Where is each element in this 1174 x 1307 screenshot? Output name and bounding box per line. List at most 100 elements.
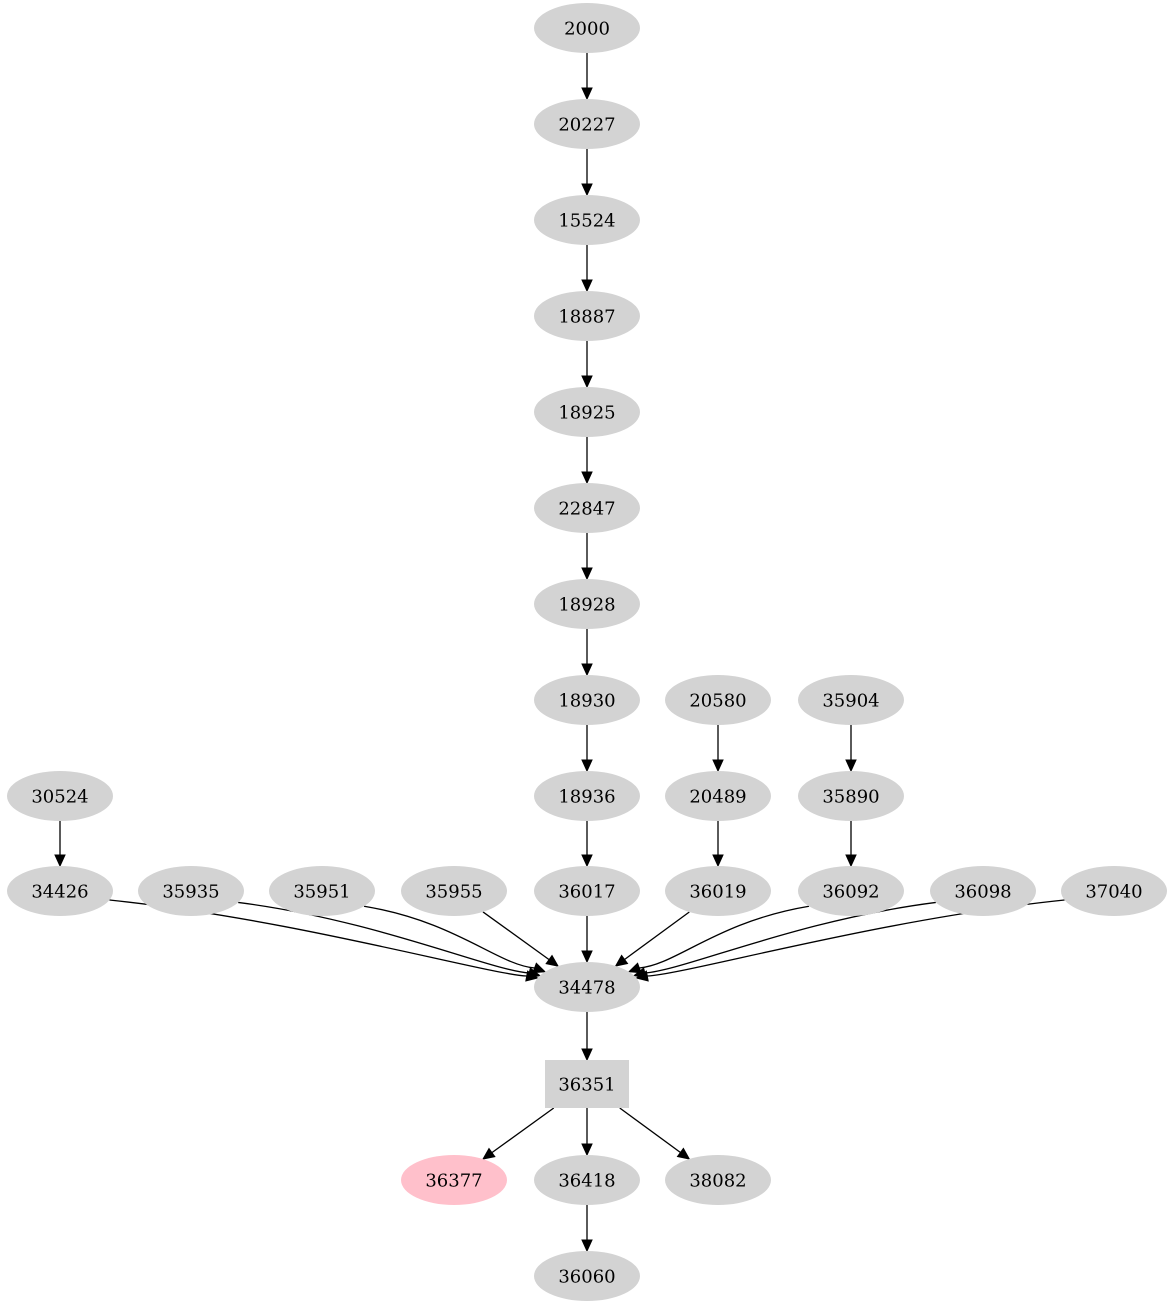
edge-35904-to-35890	[845, 725, 857, 773]
edge-line	[639, 905, 810, 969]
node-ellipse	[534, 866, 640, 916]
edge-line	[624, 911, 690, 961]
node-label: 18887	[558, 307, 615, 328]
node-ellipse	[401, 866, 507, 916]
arrowhead	[581, 1048, 593, 1062]
node-label: 36098	[954, 882, 1011, 903]
node-label: 36418	[558, 1171, 615, 1192]
node-label: 18925	[558, 403, 615, 424]
node-18925: 18925	[534, 387, 640, 437]
edge-36418-to-36060	[581, 1205, 593, 1253]
arrowhead	[54, 854, 66, 868]
arrowhead	[845, 759, 857, 773]
node-30524: 30524	[7, 771, 113, 821]
node-20227: 20227	[534, 99, 640, 149]
node-label: 20227	[558, 115, 615, 136]
arrowhead	[712, 854, 724, 868]
node-2000: 2000	[534, 3, 640, 53]
edge-18936-to-36017	[581, 821, 593, 868]
node-ellipse	[534, 962, 640, 1012]
edge-22847-to-18928	[581, 533, 593, 581]
edge-line	[363, 905, 535, 969]
arrowhead	[581, 1143, 593, 1157]
edges-layer	[54, 53, 1065, 1253]
node-label: 22847	[558, 499, 615, 520]
node-34478: 34478	[534, 962, 640, 1012]
node-ellipse	[534, 1155, 640, 1205]
node-35890: 35890	[798, 771, 904, 821]
edge-36351-to-36377	[482, 1107, 555, 1160]
edge-36019-to-34478	[614, 911, 690, 967]
node-label: 15524	[558, 211, 615, 232]
node-15524: 15524	[534, 195, 640, 245]
node-label: 35955	[425, 882, 482, 903]
arrowhead	[627, 962, 642, 974]
arrowhead	[712, 759, 724, 773]
arrowhead	[581, 279, 593, 293]
node-20580: 20580	[665, 675, 771, 725]
node-label: 35951	[293, 882, 350, 903]
node-label: 2000	[564, 19, 610, 40]
node-label: 20489	[689, 787, 746, 808]
node-ellipse	[665, 675, 771, 725]
arrowhead	[581, 759, 593, 773]
nodes-layer: 2000 20227 15524 18887 18925 22847 18928 18930 2…	[7, 3, 1167, 1301]
node-18936: 18936	[534, 771, 640, 821]
node-35904: 35904	[798, 675, 904, 725]
arrowhead	[581, 854, 593, 868]
node-ellipse	[269, 866, 375, 916]
edge-35955-to-34478	[482, 911, 559, 967]
arrowhead	[482, 1147, 496, 1160]
node-label: 38082	[689, 1171, 746, 1192]
node-ellipse	[665, 1155, 771, 1205]
node-ellipse	[930, 866, 1036, 916]
node-ellipse	[534, 291, 640, 341]
arrowhead	[581, 375, 593, 389]
node-ellipse	[534, 579, 640, 629]
node-ellipse	[798, 866, 904, 916]
arrowhead	[581, 567, 593, 581]
edge-36098-to-34478	[632, 901, 936, 979]
edge-20580-to-20489	[712, 725, 724, 773]
arrowhead	[635, 970, 649, 982]
node-ellipse	[534, 195, 640, 245]
edge-2000-to-20227	[581, 53, 593, 101]
node-label: 34426	[31, 882, 88, 903]
edge-line	[482, 911, 550, 961]
edge-30524-to-34426	[54, 821, 66, 868]
node-label: 35904	[822, 691, 879, 712]
node-36019: 36019	[665, 866, 771, 916]
arrowhead	[581, 1239, 593, 1253]
node-ellipse	[7, 866, 113, 916]
node-label: 20580	[689, 691, 746, 712]
node-18928: 18928	[534, 579, 640, 629]
arrowhead	[581, 663, 593, 677]
node-box	[545, 1060, 629, 1108]
node-ellipse	[534, 483, 640, 533]
arrowhead	[581, 471, 593, 485]
edge-35935-to-34478	[238, 901, 542, 979]
node-ellipse	[534, 387, 640, 437]
node-36418: 36418	[534, 1155, 640, 1205]
node-ellipse	[534, 3, 640, 53]
node-label: 37040	[1085, 882, 1142, 903]
edge-36017-to-34478	[581, 916, 593, 964]
edge-18925-to-22847	[581, 437, 593, 485]
arrowhead	[545, 954, 559, 967]
node-label: 35890	[822, 787, 879, 808]
node-ellipse	[534, 99, 640, 149]
node-label: 18936	[558, 787, 615, 808]
node-label: 35935	[162, 882, 219, 903]
node-36092: 36092	[798, 866, 904, 916]
node-label: 36377	[425, 1171, 482, 1192]
arrowhead	[581, 950, 593, 964]
edge-35890-to-36092	[845, 821, 857, 868]
node-ellipse	[401, 1155, 507, 1205]
node-label: 36351	[558, 1075, 615, 1096]
node-ellipse	[665, 866, 771, 916]
node-label: 18930	[558, 691, 615, 712]
node-label: 36060	[558, 1267, 615, 1288]
node-ellipse	[798, 771, 904, 821]
edge-line	[644, 901, 936, 974]
